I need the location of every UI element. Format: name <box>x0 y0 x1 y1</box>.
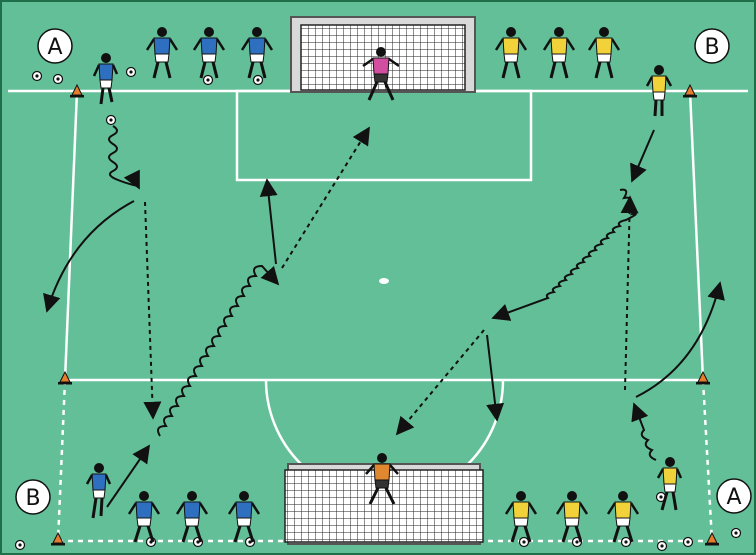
zone-label-text: B <box>704 35 719 60</box>
ball-icon <box>684 538 693 547</box>
ball-icon <box>658 542 667 551</box>
ball-icon <box>54 75 63 84</box>
ball-icon <box>107 116 116 125</box>
ball-icon <box>254 76 263 85</box>
zone-label-top-left: A <box>38 29 72 63</box>
ball-icon <box>33 72 42 81</box>
zone-label-text: A <box>47 35 62 60</box>
ball-icon <box>127 68 136 77</box>
ball-icon <box>16 541 25 550</box>
ball-icon <box>732 529 741 538</box>
zone-label-text: B <box>25 486 40 511</box>
zone-label-bottom-right: A <box>717 479 751 513</box>
zone-label-bottom-left: B <box>16 480 50 514</box>
ball-icon <box>204 76 213 85</box>
ball-icon <box>520 538 529 547</box>
zone-label-top-right: B <box>695 29 729 63</box>
ball-icon <box>622 538 631 547</box>
zone-label-text: A <box>726 485 741 510</box>
center-spot <box>379 278 389 284</box>
